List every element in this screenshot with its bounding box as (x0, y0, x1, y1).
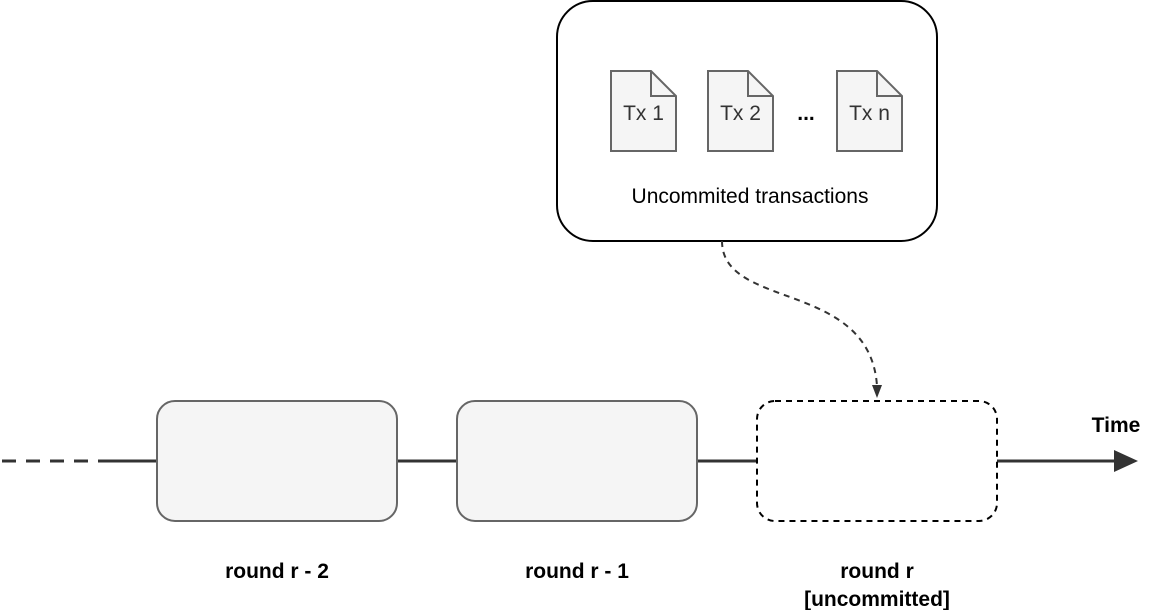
transaction-label-1: Tx 1 (623, 102, 664, 125)
transactions-ellipsis: ... (797, 102, 815, 125)
transaction-document-1: Tx 1 (610, 70, 677, 152)
document-icon (707, 70, 774, 152)
transaction-label-n: Tx n (849, 102, 890, 125)
time-axis-label: Time (1092, 414, 1141, 437)
round-block-r-minus-1 (456, 400, 698, 522)
transaction-pool-label: Uncommited transactions (632, 185, 869, 208)
round-label-r-minus-2: round r - 2 (225, 560, 329, 583)
timeline-arrowhead (1114, 450, 1138, 472)
transaction-document-n: Tx n (836, 70, 903, 152)
round-label-r-minus-1: round r - 1 (525, 560, 629, 583)
document-fold (650, 71, 676, 97)
document-fold (747, 71, 773, 97)
transaction-document-2: Tx 2 (707, 70, 774, 152)
round-label-r: round r (840, 560, 914, 583)
round-block-r-minus-2 (156, 400, 398, 522)
document-icon (836, 70, 903, 152)
document-fold (876, 71, 902, 97)
connector-arrowhead (872, 385, 882, 398)
document-icon (610, 70, 677, 152)
round-status-label: [uncommitted] (804, 588, 950, 610)
pool-to-round-connector (721, 240, 878, 387)
round-block-r-uncommitted (756, 400, 998, 522)
transaction-label-2: Tx 2 (720, 102, 761, 125)
